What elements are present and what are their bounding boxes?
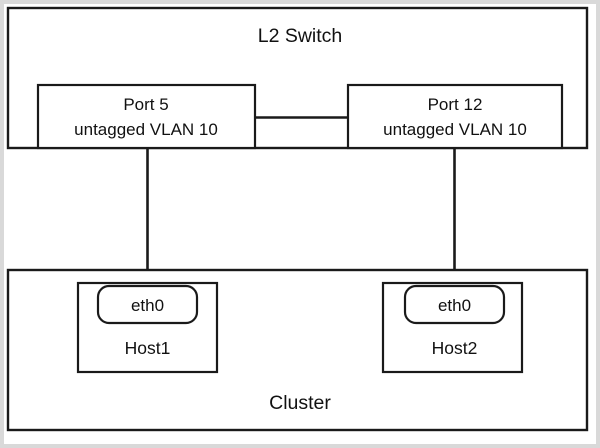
network-topology-diagram: L2 Switch Port 5 untagged VLAN 10 Port 1… bbox=[6, 6, 589, 432]
cluster-label: Cluster bbox=[269, 392, 331, 414]
port-5-vlan-label: untagged VLAN 10 bbox=[74, 120, 218, 139]
port-12-vlan-label: untagged VLAN 10 bbox=[383, 120, 527, 139]
l2-switch-title: L2 Switch bbox=[258, 25, 343, 47]
host-2-nic-label: eth0 bbox=[438, 296, 471, 315]
port-5-box[interactable] bbox=[36, 83, 257, 150]
port-12-name: Port 12 bbox=[428, 95, 483, 114]
host-2-name: Host2 bbox=[432, 338, 478, 358]
host-2-nic-eth0[interactable] bbox=[403, 284, 506, 325]
port-5-name: Port 5 bbox=[123, 95, 168, 114]
diagram-inner-canvas: L2 Switch Port 5 untagged VLAN 10 Port 1… bbox=[4, 4, 596, 444]
host-1-nic-eth0[interactable] bbox=[96, 284, 199, 325]
host-1-name: Host1 bbox=[125, 338, 171, 358]
host-1-nic-label: eth0 bbox=[131, 296, 164, 315]
